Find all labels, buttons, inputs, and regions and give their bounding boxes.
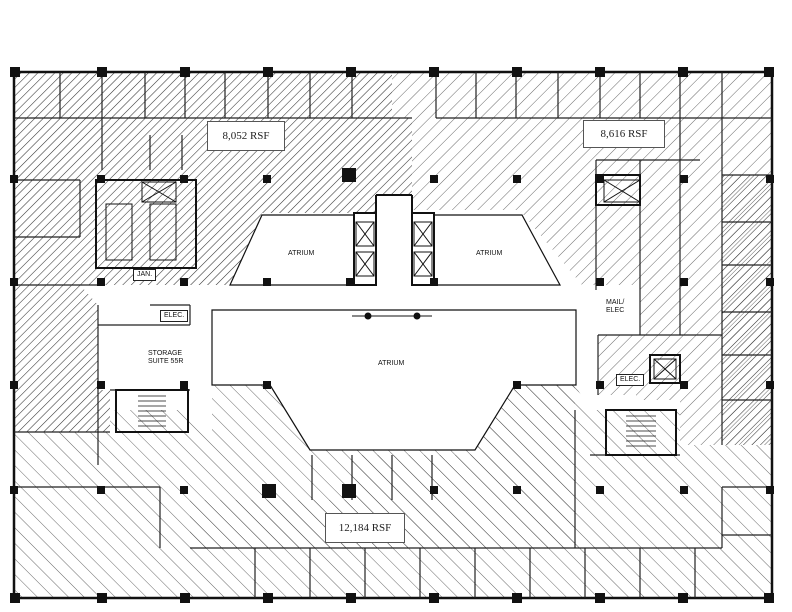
janitor-label: JAN. xyxy=(133,269,157,281)
rsf-value: 8,052 RSF xyxy=(222,130,270,142)
storage-label: STORAGE SUITE 55R xyxy=(148,350,183,366)
structural-columns xyxy=(10,67,774,603)
mail-label-line-2: ELEC xyxy=(606,307,625,314)
suite-northwest-west-area xyxy=(14,285,110,432)
interior-partitions xyxy=(14,72,772,598)
rsf-label-northeast: 8,616 RSF xyxy=(583,120,665,148)
atrium-railing xyxy=(352,312,432,320)
suite-south-core-area xyxy=(190,385,575,548)
storage-label-line-1: STORAGE xyxy=(148,350,183,357)
suite-northeast-area xyxy=(392,72,772,445)
rsf-value: 8,616 RSF xyxy=(600,128,648,140)
elevators xyxy=(355,179,677,380)
stairs xyxy=(138,395,656,447)
atrium-label-center: ATRIUM xyxy=(378,360,405,367)
atrium-center-area xyxy=(211,309,577,451)
electrical-label-west: ELEC. xyxy=(160,310,189,322)
storage-label-line-2: SUITE 55R xyxy=(148,358,184,365)
core-walls xyxy=(95,174,681,456)
suite-northwest-area xyxy=(14,72,412,285)
atrium-label-right: ATRIUM xyxy=(476,250,503,257)
suite-regions xyxy=(14,72,772,598)
atrium-label-left: ATRIUM xyxy=(288,250,315,257)
mail-label-line-1: MAIL/ xyxy=(606,299,625,306)
rsf-label-south: 12,184 RSF xyxy=(325,513,405,543)
rsf-label-northwest: 8,052 RSF xyxy=(207,121,285,151)
restroom-fixtures xyxy=(105,181,177,261)
suite-northeast-area-b xyxy=(722,175,772,445)
mail-electrical-label: MAIL/ ELEC xyxy=(606,299,624,315)
corridor xyxy=(110,287,590,309)
electrical-label-east: ELEC. xyxy=(616,374,645,386)
common-areas xyxy=(110,214,590,451)
rsf-value: 12,184 RSF xyxy=(338,522,392,534)
exterior-walls xyxy=(12,70,774,600)
